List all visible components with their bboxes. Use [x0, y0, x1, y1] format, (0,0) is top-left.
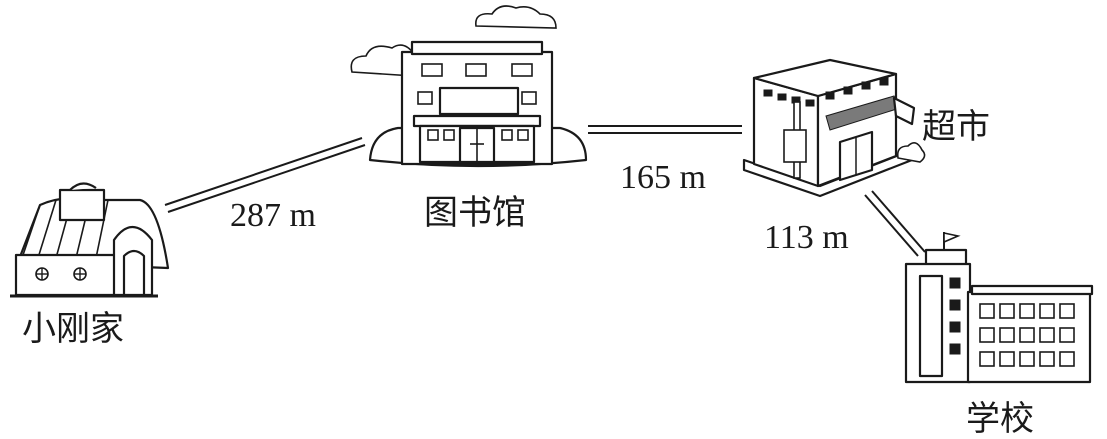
road-library-to-supermarket: [588, 125, 742, 134]
road-home-to-library: [164, 137, 366, 213]
distance-library-supermarket: 165 m: [620, 159, 706, 196]
label-supermarket: 超市: [922, 107, 990, 147]
distance-home-library: 287 m: [230, 197, 316, 234]
road-supermarket-to-school: [864, 190, 926, 257]
school-building-icon: [904, 232, 1094, 384]
library-building-icon: [350, 5, 588, 168]
label-school: 学校: [966, 399, 1034, 439]
label-library: 图书馆: [424, 193, 526, 233]
house-icon: [10, 182, 170, 298]
supermarket-building-icon: [742, 58, 926, 198]
label-home: 小刚家: [22, 309, 124, 349]
distance-supermarket-school: 113 m: [764, 219, 849, 256]
